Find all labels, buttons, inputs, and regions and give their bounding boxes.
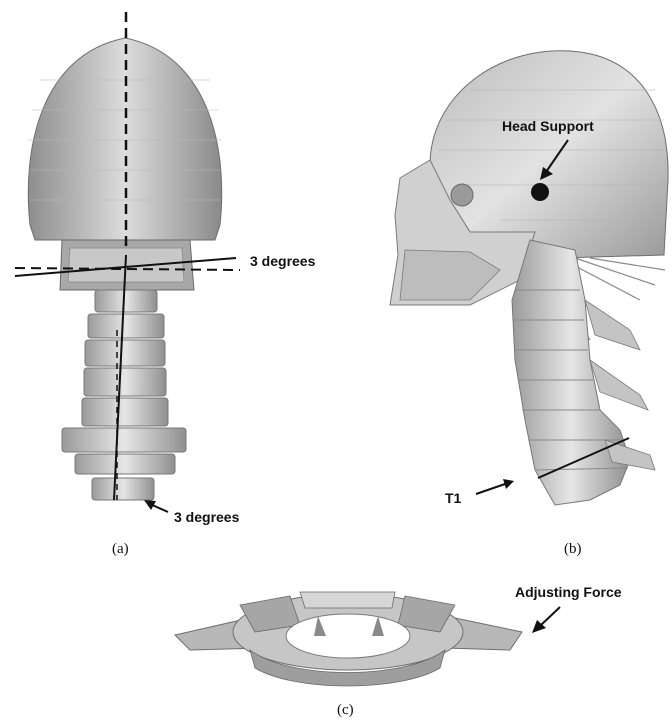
- caption-a: (a): [112, 541, 129, 557]
- panel-a: 3 degrees 3 degrees (a): [15, 12, 316, 557]
- caption-b: (b): [564, 541, 582, 557]
- t1-label: T1: [445, 490, 462, 506]
- caption-c: (c): [337, 702, 354, 718]
- head-support-marker: [531, 183, 549, 201]
- support-ring-model: [175, 592, 522, 686]
- panel-b: Head Support T1 (b): [390, 51, 668, 557]
- cervical-spine-side: [512, 240, 655, 505]
- adjusting-force-arrow: [532, 607, 560, 633]
- rotation-label-base: 3 degrees: [174, 509, 240, 525]
- cervical-spine-rear: [62, 290, 186, 500]
- head-support-label: Head Support: [502, 118, 594, 134]
- rotation-label-head: 3 degrees: [250, 253, 316, 269]
- adjusting-force-label: Adjusting Force: [515, 584, 622, 600]
- panel-c: Adjusting Force (c): [175, 584, 622, 718]
